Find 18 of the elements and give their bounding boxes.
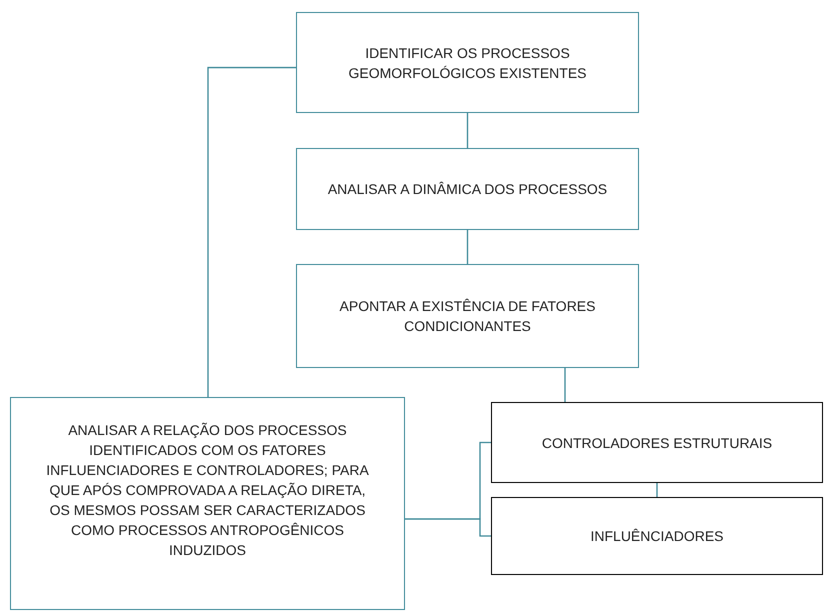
box-label: CONTROLADORES ESTRUTURAIS <box>542 434 772 452</box>
connector-line <box>564 368 566 402</box>
box-label: IDENTIFICAR OS PROCESSOS GEOMORFOLÓGICOS EXISTENTES <box>347 44 588 82</box>
connector-line <box>405 518 491 537</box>
process-box <box>491 497 823 575</box>
connector-line <box>656 483 658 497</box>
box-label: ANALISAR A RELAÇÃO DOS PROCESSOS IDENTIFICADOS COM OS FATORES INFLUENCIADORES E CONTROLADORES; PARA QUE APÓS COMPROVADA A RELAÇÃO DIRETA, OS MESMOS POSSAM SER CARACTERIZADOS COMO PROCESSOS ANTROPOGÊNICOS INDUZIDOS <box>45 420 370 560</box>
process-box <box>10 397 405 610</box>
box-label: ANALISAR A DINÂMICA DOS PROCESSOS <box>328 180 608 199</box>
connector-line <box>207 66 296 397</box>
process-box <box>296 12 639 113</box>
process-box <box>296 264 639 368</box>
process-box <box>296 148 639 230</box>
box-label: APONTAR A EXISTÊNCIA DE FATORES CONDICIONANTES <box>338 297 596 336</box>
connector-line <box>466 230 468 264</box>
process-box <box>491 402 823 483</box>
connector-line <box>466 113 468 148</box>
box-label: INFLUÊNCIADORES <box>590 527 724 546</box>
